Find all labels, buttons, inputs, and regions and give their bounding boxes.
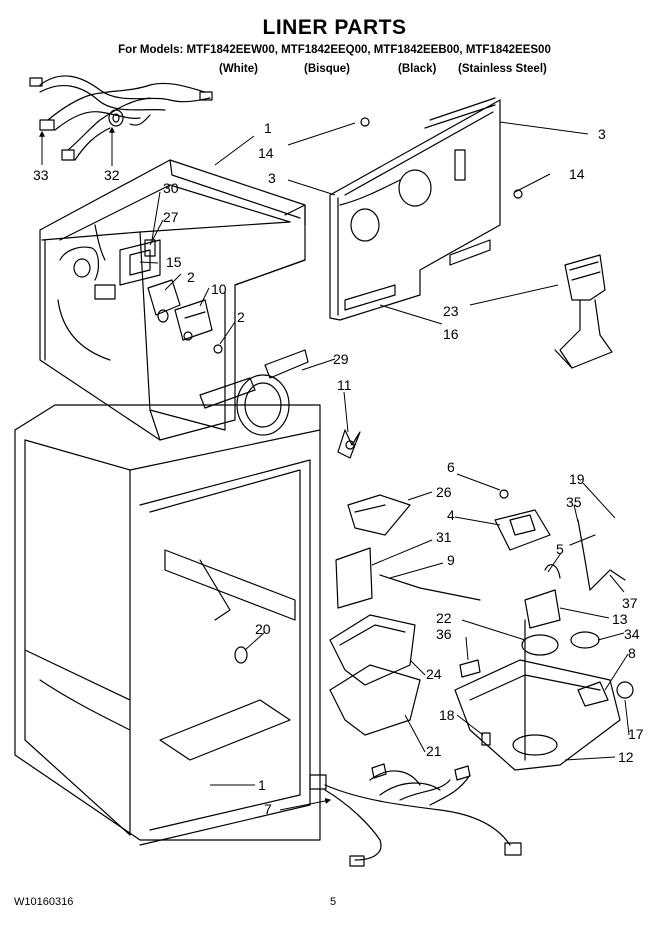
model-list: For Models: MTF1842EEW00, MTF1842EEQ00, … [118, 44, 551, 56]
callout-35: 35 [566, 494, 582, 510]
callout-9: 9 [447, 552, 455, 568]
callout-19: 19 [569, 471, 585, 487]
callout-32: 32 [104, 167, 120, 183]
callout-11: 11 [337, 377, 352, 393]
callout-29: 29 [333, 351, 349, 367]
callout-8: 8 [628, 645, 636, 661]
color-label-bisque: (Bisque) [304, 63, 350, 75]
callout-12: 12 [618, 749, 634, 765]
callout-15: 15 [166, 254, 182, 270]
callout-34: 34 [624, 626, 640, 642]
callout-6: 6 [447, 459, 455, 475]
document-number: W10160316 [14, 896, 74, 908]
wire-harness-top [29, 75, 213, 161]
callout-10: 10 [211, 281, 227, 297]
color-label-stainless: (Stainless Steel) [458, 63, 547, 75]
callout-1-top: 1 [264, 120, 272, 136]
color-label-black: (Black) [398, 63, 437, 75]
callout-1-bottom: 1 [258, 777, 266, 793]
callout-24: 24 [426, 666, 442, 682]
right-side-parts [329, 489, 634, 771]
callout-23: 23 [443, 303, 459, 319]
callout-21: 21 [426, 743, 442, 759]
fresh-food-liner [14, 404, 321, 846]
callout-7: 7 [264, 801, 272, 817]
page-title: LINER PARTS [262, 16, 407, 39]
callout-4: 4 [447, 507, 455, 523]
wire-harness-bottom [309, 763, 522, 867]
callout-22: 22 [436, 610, 452, 626]
callout-36: 36 [436, 626, 452, 642]
callout-30: 30 [163, 180, 179, 196]
callout-13: 13 [612, 611, 628, 627]
evaporator-cover [329, 97, 523, 321]
callout-17: 17 [628, 726, 644, 742]
color-label-white: (White) [219, 63, 258, 75]
callout-20: 20 [255, 621, 271, 637]
callout-31: 31 [436, 529, 452, 545]
freezer-control-parts [57, 224, 223, 361]
leader-lines [39, 121, 630, 811]
callout-16: 16 [443, 326, 459, 342]
callout-2-lower: 2 [237, 309, 245, 325]
page-number: 5 [330, 896, 337, 908]
callout-3-right: 3 [598, 126, 606, 142]
control-module [554, 254, 613, 369]
callout-37: 37 [622, 595, 638, 611]
callout-3-left: 3 [268, 170, 276, 186]
callout-5: 5 [556, 541, 564, 557]
callout-26: 26 [436, 484, 452, 500]
callout-14-right: 14 [569, 166, 585, 182]
callout-14-top: 14 [258, 145, 274, 161]
callout-numbers: 1 14 3 3 14 33 32 30 27 15 2 10 2 23 16 … [33, 120, 644, 817]
callout-18: 18 [439, 707, 455, 723]
callout-27: 27 [163, 209, 179, 225]
freezer-liner [39, 159, 306, 441]
callout-33: 33 [33, 167, 49, 183]
callout-2-upper: 2 [187, 269, 195, 285]
fresh-food-bulb [234, 646, 248, 664]
